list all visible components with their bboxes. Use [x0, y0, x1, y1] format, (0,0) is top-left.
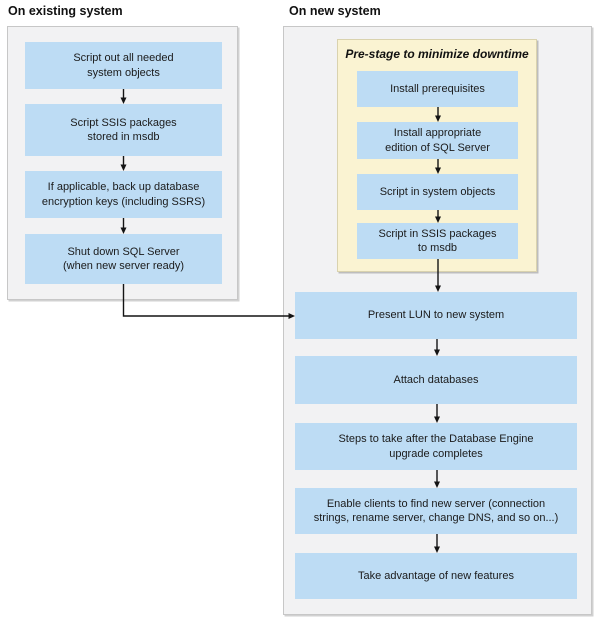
step-post-upgrade-steps: Steps to take after the Database Engine … — [295, 423, 577, 470]
new-system-header: On new system — [289, 4, 381, 18]
existing-system-header: On existing system — [8, 4, 123, 18]
step-script-out-objects: Script out all needed system objects — [25, 42, 222, 89]
step-enable-clients: Enable clients to find new server (conne… — [295, 488, 577, 534]
step-new-features: Take advantage of new features — [295, 553, 577, 599]
step-script-ssis-packages: Script SSIS packages stored in msdb — [25, 104, 222, 156]
prestage-title: Pre-stage to minimize downtime — [345, 47, 529, 61]
step-script-in-ssis-packages: Script in SSIS packages to msdb — [357, 223, 518, 259]
step-attach-databases: Attach databases — [295, 356, 577, 404]
step-present-lun: Present LUN to new system — [295, 292, 577, 339]
step-install-sql-server-edition: Install appropriate edition of SQL Serve… — [357, 122, 518, 159]
step-install-prerequisites: Install prerequisites — [357, 71, 518, 107]
step-backup-encryption-keys: If applicable, back up database encrypti… — [25, 171, 222, 218]
step-script-in-system-objects: Script in system objects — [357, 174, 518, 210]
step-shut-down-sql-server: Shut down SQL Server (when new server re… — [25, 234, 222, 284]
